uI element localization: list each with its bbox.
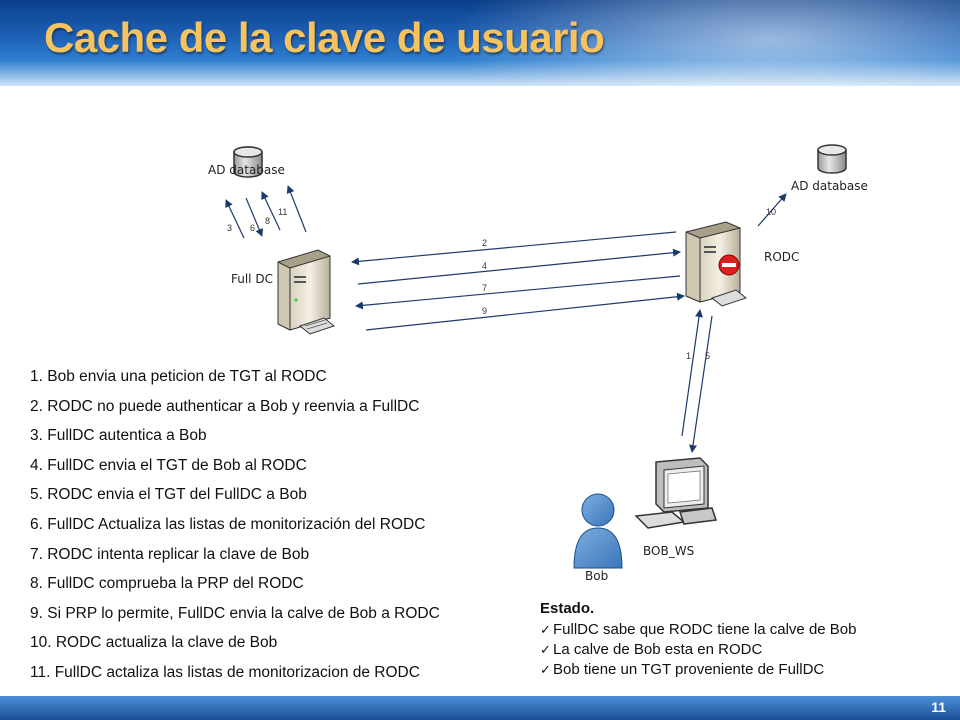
rodc-label: RODC bbox=[764, 250, 799, 264]
checkmark-icon: ✓ bbox=[540, 662, 551, 677]
checkmark-icon: ✓ bbox=[540, 642, 551, 657]
step-item: 1. Bob envia una peticion de TGT al RODC bbox=[30, 368, 327, 385]
arrow-10 bbox=[757, 193, 787, 227]
estado-title: Estado. bbox=[540, 600, 595, 617]
arrow-5-label: 5 bbox=[705, 351, 710, 361]
estado-item: ✓FullDC sabe que RODC tiene la calve de … bbox=[540, 620, 857, 640]
arrow-2 bbox=[351, 231, 677, 266]
estado-panel: Estado. ✓FullDC sabe que RODC tiene la c… bbox=[540, 600, 857, 680]
arrow-4 bbox=[357, 248, 681, 285]
arrow-11 bbox=[286, 185, 307, 233]
arrow-7-label: 7 bbox=[482, 283, 487, 293]
arrow-9-label: 9 bbox=[482, 306, 487, 316]
arrow-6 bbox=[245, 197, 263, 237]
step-item: 2. RODC no puede authenticar a Bob y ree… bbox=[30, 397, 420, 415]
slide-title: Cache de la clave de usuario bbox=[44, 14, 605, 61]
page-number: 11 bbox=[931, 699, 946, 715]
step-item: 10. RODC actualiza la clave de Bob bbox=[30, 634, 278, 652]
steps-list: 1. Bob envia una peticion de TGT al RODC… bbox=[30, 366, 440, 692]
arrow-3-label: 3 bbox=[227, 223, 232, 233]
arrow-5 bbox=[689, 315, 713, 453]
estado-item-text: FullDC sabe que RODC tiene la calve de B… bbox=[553, 621, 857, 638]
user-bob-icon bbox=[573, 493, 623, 569]
ad-database-right-label: AD database bbox=[791, 179, 868, 193]
arrow-6-label: 6 bbox=[250, 223, 255, 233]
arrow-4-label: 4 bbox=[482, 261, 487, 271]
bob-label: Bob bbox=[585, 569, 608, 583]
step-item: 7. RODC intenta replicar la clave de Bob bbox=[30, 545, 310, 563]
kerberos-diagram: AD database AD database Full DC RODC bbox=[208, 144, 868, 583]
full-dc-label: Full DC bbox=[231, 272, 273, 286]
checkmark-icon: ✓ bbox=[540, 622, 551, 637]
estado-item-text: Bob tiene un TGT proveniente de FullDC bbox=[553, 661, 825, 678]
arrow-8-label: 8 bbox=[265, 216, 270, 226]
step-item: 8. FullDC comprueba la PRP del RODC bbox=[30, 575, 304, 593]
step-item: 9. Si PRP lo permite, FullDC envia la ca… bbox=[30, 604, 440, 622]
step-item: 5. RODC envia el TGT del FullDC a Bob bbox=[30, 486, 307, 504]
title-bar: Cache de la clave de usuario bbox=[0, 0, 960, 86]
step-item: 6. FullDC Actualiza las listas de monito… bbox=[30, 515, 426, 533]
full-dc-server-icon bbox=[277, 249, 336, 335]
estado-item: ✓La calve de Bob esta en RODC bbox=[540, 640, 857, 660]
arrow-9 bbox=[365, 292, 685, 331]
arrow-7 bbox=[355, 275, 681, 310]
arrow-11-label: 11 bbox=[278, 207, 287, 217]
stop-badge-icon bbox=[718, 254, 740, 276]
workstation-icon bbox=[634, 457, 718, 529]
arrow-2-label: 2 bbox=[482, 238, 487, 248]
footer-bar: 11 bbox=[0, 696, 960, 720]
arrow-8 bbox=[261, 191, 281, 231]
estado-item-text: La calve de Bob esta en RODC bbox=[553, 641, 763, 658]
estado-item: ✓Bob tiene un TGT proveniente de FullDC bbox=[540, 660, 857, 680]
step-item: 11. FullDC actaliza las listas de monito… bbox=[30, 663, 420, 681]
arrow-1-label: 1 bbox=[686, 351, 691, 361]
ad-database-right-icon bbox=[817, 144, 847, 174]
bob-ws-label: BOB_WS bbox=[643, 544, 694, 558]
step-item: 4. FullDC envia el TGT de Bob al RODC bbox=[30, 456, 307, 474]
arrow-3 bbox=[225, 199, 245, 239]
estado-list: ✓FullDC sabe que RODC tiene la calve de … bbox=[540, 620, 857, 680]
step-item: 3. FullDC autentica a Bob bbox=[30, 427, 207, 445]
arrow-10-label: 10 bbox=[766, 207, 776, 217]
ad-database-left-label: AD database bbox=[208, 163, 285, 177]
ad-database-left-icon bbox=[233, 146, 263, 178]
arrow-1 bbox=[681, 309, 703, 437]
